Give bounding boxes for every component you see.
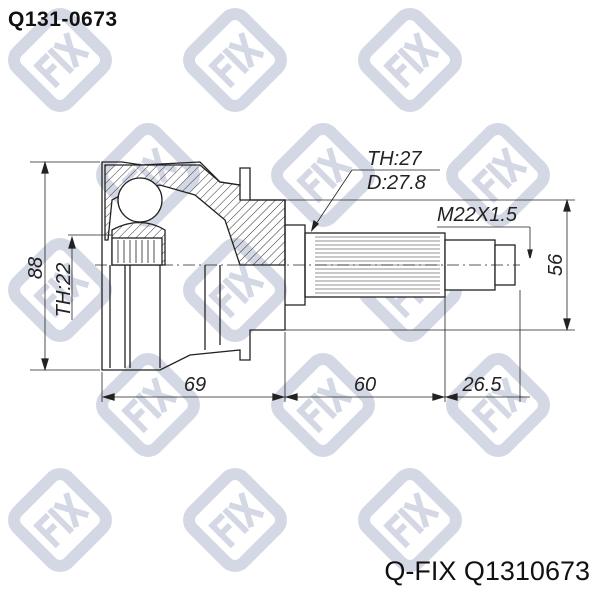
dim-length-thread: 26.5 bbox=[462, 374, 503, 396]
watermark-logo bbox=[446, 123, 550, 227]
dim-outer-diameter: 88 bbox=[25, 257, 47, 279]
dim-outer-spline-teeth: TH:27 bbox=[367, 148, 422, 170]
watermark-logo bbox=[271, 123, 375, 227]
watermark-logo bbox=[96, 353, 200, 457]
ball bbox=[117, 177, 163, 223]
watermark-logo bbox=[358, 468, 462, 572]
watermark-logo bbox=[358, 8, 462, 112]
dim-length-housing: 69 bbox=[184, 374, 206, 396]
watermark-logo bbox=[183, 468, 287, 572]
inner-spline bbox=[111, 237, 163, 266]
brand-part-label: Q-FIX Q1310673 bbox=[384, 556, 590, 586]
dim-length-spline: 60 bbox=[354, 374, 376, 396]
housing-section bbox=[104, 164, 286, 266]
watermark-logo bbox=[446, 353, 550, 457]
dim-seal-diameter: 56 bbox=[545, 253, 567, 276]
watermark-logo bbox=[8, 238, 112, 342]
watermark-logo bbox=[271, 353, 375, 457]
dim-inner-spline: TH:22 bbox=[53, 263, 75, 317]
watermark-logo bbox=[183, 8, 287, 112]
dim-outer-spline-diameter: D:27.8 bbox=[367, 172, 426, 194]
part-number-title: Q131-0673 bbox=[8, 8, 118, 31]
dim-thread: M22X1.5 bbox=[437, 204, 518, 226]
watermark-logo bbox=[8, 468, 112, 572]
watermark-logo bbox=[8, 8, 112, 112]
